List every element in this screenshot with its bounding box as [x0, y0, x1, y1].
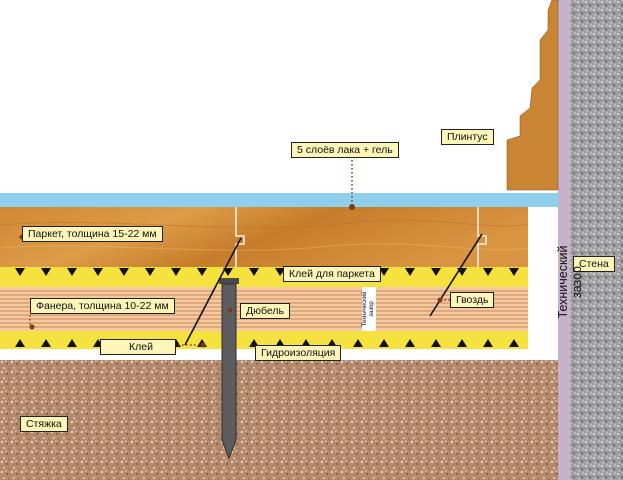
plinth-label: Плинтус: [441, 129, 494, 145]
glue-marker: [67, 268, 77, 276]
glue-marker: [431, 339, 441, 347]
wall-edge: [558, 0, 572, 480]
glue-marker: [197, 268, 207, 276]
screed-layer: [0, 360, 568, 480]
glue-marker: [249, 268, 259, 276]
wall-label: Стена: [573, 256, 615, 272]
glue-marker: [431, 268, 441, 276]
glue-marker: [509, 339, 519, 347]
nail-right: [429, 233, 483, 317]
glue-marker: [93, 268, 103, 276]
glue-marker: [353, 339, 363, 347]
small-tech-gap: [362, 287, 376, 331]
glue-marker: [405, 339, 415, 347]
wall: [570, 0, 623, 480]
glue-marker: [15, 339, 25, 347]
board-joint: [477, 207, 487, 267]
glue-marker: [223, 268, 233, 276]
plinth: [506, 0, 559, 191]
glue-marker: [405, 268, 415, 276]
glue-layer-upper: [0, 267, 528, 287]
glue-marker: [483, 339, 493, 347]
dowel-label: Дюбель: [240, 303, 290, 319]
glue-marker: [171, 268, 181, 276]
glue-marker: [457, 339, 467, 347]
glue-marker: [15, 268, 25, 276]
nail-left: [184, 237, 242, 346]
lacquer-layer: [0, 193, 558, 207]
glue-marker: [379, 268, 389, 276]
lacquer-label: 5 слоёв лака + гель: [291, 142, 399, 158]
glue-marker: [275, 268, 285, 276]
tech-gap-small-label: Технический зазор: [362, 291, 375, 327]
glue-marker: [483, 268, 493, 276]
nail-label: Гвоздь: [450, 292, 495, 308]
dowel: [219, 278, 239, 460]
technical-gap-area: [528, 207, 558, 355]
parquet-glue-label: Клей для паркета: [283, 266, 381, 282]
glue-marker: [119, 268, 129, 276]
glue-label: Клей: [100, 339, 176, 355]
screed-label: Стяжка: [20, 416, 68, 432]
glue-marker: [145, 268, 155, 276]
glue-marker: [379, 339, 389, 347]
glue-marker: [41, 339, 51, 347]
waterproofing-label: Гидроизоляция: [255, 345, 342, 361]
tech-gap-label: Технический зазор: [556, 245, 584, 319]
plywood-label: Фанера, толщина 10-22 мм: [30, 298, 175, 314]
glue-marker: [67, 339, 77, 347]
parquet-label: Паркет, толщина 15-22 мм: [22, 226, 163, 242]
glue-marker: [41, 268, 51, 276]
glue-marker: [509, 268, 519, 276]
